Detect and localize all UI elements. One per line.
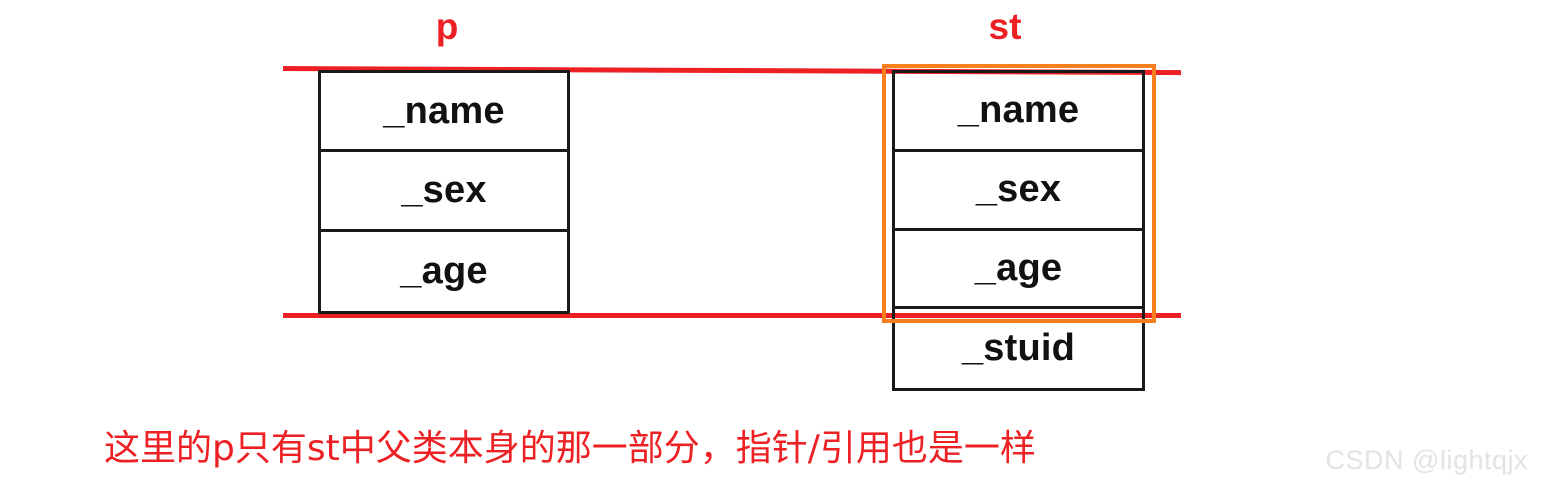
class-label-p: p bbox=[435, 6, 459, 47]
base-class-highlight-box bbox=[882, 64, 1156, 323]
field-row: _sex bbox=[895, 152, 1142, 231]
slice-line-bottom bbox=[283, 313, 1181, 318]
object-box-p: _name _sex _age bbox=[318, 70, 570, 314]
field-row: _age bbox=[895, 231, 1142, 310]
caption-text: 这里的p只有st中父类本身的那一部分，指针/引用也是一样 bbox=[104, 428, 1036, 469]
object-box-st: _name _sex _age _stuid bbox=[892, 70, 1145, 391]
watermark: CSDN @lightqjx bbox=[1325, 445, 1528, 475]
class-label-st: st bbox=[988, 6, 1022, 47]
field-row: _age bbox=[400, 249, 488, 292]
field-row: _stuid bbox=[961, 327, 1076, 370]
field-row: _sex bbox=[321, 152, 567, 232]
field-row: _name bbox=[321, 73, 567, 153]
field-row: _name bbox=[895, 73, 1142, 152]
